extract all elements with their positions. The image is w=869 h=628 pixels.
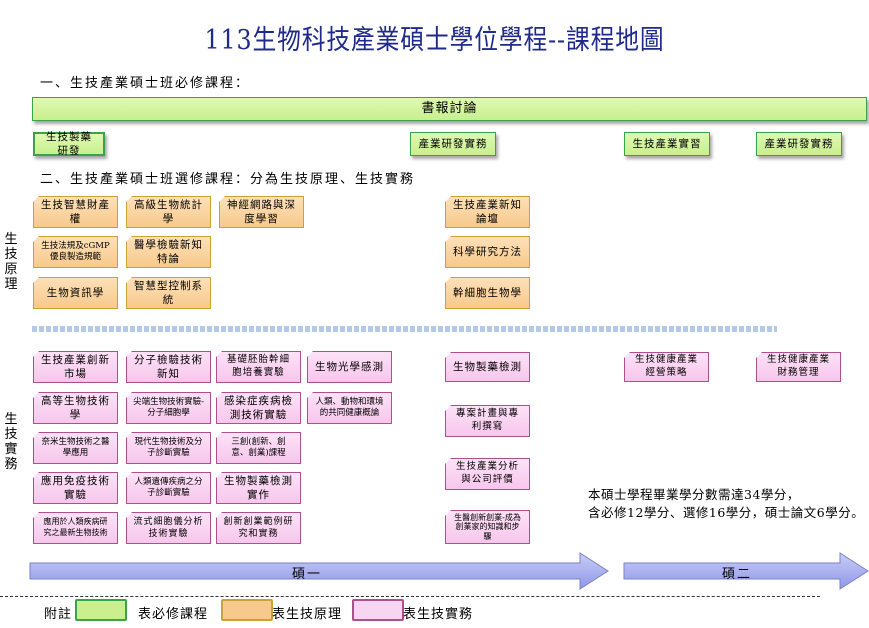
principles-course[interactable]: 生物資訊學 (33, 277, 118, 309)
practice-course[interactable]: 現代生物技術及分子診斷實驗 (126, 432, 211, 464)
practice-course[interactable]: 生醫創新創業-成為創業家的知識和步驟 (445, 510, 530, 544)
legend-divider (0, 596, 820, 597)
note-line-1: 本碩士學程畢業學分數需達34學分， (588, 487, 800, 502)
principles-course[interactable]: 生技產業新知論壇 (445, 196, 530, 228)
year-one-arrow (29, 552, 609, 590)
practice-course[interactable]: 人類、動物和環境的共同健康概論 (307, 392, 392, 424)
section-elective-heading: 二、生技產業碩士班選修課程：分為生技原理、生技實務 (40, 172, 416, 187)
legend-principles: 表生技原理 (272, 607, 343, 622)
legend-swatch-practice (352, 599, 404, 621)
practice-course[interactable]: 創新創業範例研究和實務 (216, 512, 301, 544)
practice-course[interactable]: 尖端生物技術實驗-分子細胞學 (126, 392, 211, 424)
practice-course[interactable]: 專案計畫與專利撰寫 (445, 405, 530, 437)
legend-practice: 表生技實務 (403, 607, 474, 622)
principles-course[interactable]: 高級生物統計學 (126, 196, 211, 228)
course-seminar[interactable]: 書報討論 (32, 97, 867, 121)
practice-course[interactable]: 奈米生物技術之醫學應用 (33, 432, 118, 464)
section-divider (32, 326, 777, 332)
practice-course[interactable]: 生技健康產業財務管理 (756, 352, 841, 382)
required-course-4[interactable]: 產業研發實務 (756, 132, 842, 156)
practice-side-label: 生技實務 (4, 412, 18, 472)
page-title: 113生物科技產業碩士學位學程--課程地圖 (204, 25, 665, 56)
principles-course[interactable]: 生技智慧財產權 (33, 196, 118, 228)
practice-course[interactable]: 基礎胚胎幹細胞培養實驗 (216, 351, 301, 383)
required-course-2[interactable]: 產業研發實務 (410, 132, 496, 156)
note-line-2: 含必修12學分、選修16學分，碩士論文6學分。 (588, 505, 865, 521)
principles-course[interactable]: 生技法規及cGMP優良製造規範 (33, 236, 118, 268)
required-course-1[interactable]: 生技製藥研發 (33, 131, 105, 157)
principles-course[interactable]: 醫學檢驗新知特論 (126, 236, 211, 268)
year-two-arrow (623, 552, 869, 590)
year-two-label: 碩二 (722, 567, 753, 582)
practice-course[interactable]: 應用於人類疾病研究之最新生物技術 (33, 512, 118, 544)
practice-course[interactable]: 生技健康產業經營策略 (624, 352, 709, 382)
legend-prefix: 附註 (44, 607, 73, 622)
principles-course[interactable]: 幹細胞生物學 (445, 277, 530, 309)
year-one-label: 碩一 (292, 567, 323, 582)
principles-course[interactable]: 智慧型控制系統 (126, 277, 211, 309)
principles-course[interactable]: 神經網路與深度學習 (219, 196, 304, 228)
principles-course[interactable]: 科學研究方法 (445, 236, 530, 268)
practice-course[interactable]: 高等生物技術學 (33, 392, 118, 424)
practice-course[interactable]: 生物製藥檢測 (445, 352, 530, 382)
legend-swatch-principles (221, 599, 273, 621)
legend-required: 表必修課程 (138, 607, 209, 622)
principles-side-label: 生技原理 (4, 232, 18, 292)
practice-course[interactable]: 流式細胞儀分析技術實驗 (126, 512, 211, 544)
practice-course[interactable]: 生技產業分析與公司評價 (445, 458, 530, 490)
graduation-credit-note: 本碩士學程畢業學分數需達34學分， 含必修12學分、選修16學分，碩士論文6學分… (588, 486, 864, 522)
practice-course[interactable]: 應用免疫技術實驗 (33, 472, 118, 504)
practice-course[interactable]: 感染症疾病檢測技術實驗 (216, 392, 301, 424)
practice-course[interactable]: 生物光學感測 (307, 351, 392, 383)
section-required-heading: 一、生技產業碩士班必修課程： (40, 76, 251, 91)
practice-course[interactable]: 人類遺傳疾病之分子診斷實驗 (126, 472, 211, 504)
practice-course[interactable]: 三創(創新、創意、創業)課程 (216, 432, 301, 464)
legend-swatch-required (75, 599, 127, 621)
practice-course[interactable]: 生物製藥檢測實作 (216, 472, 301, 504)
practice-course[interactable]: 生技產業創新市場 (33, 351, 118, 383)
practice-course[interactable]: 分子檢驗技術新知 (126, 351, 211, 383)
required-course-3[interactable]: 生技產業實習 (624, 132, 710, 156)
